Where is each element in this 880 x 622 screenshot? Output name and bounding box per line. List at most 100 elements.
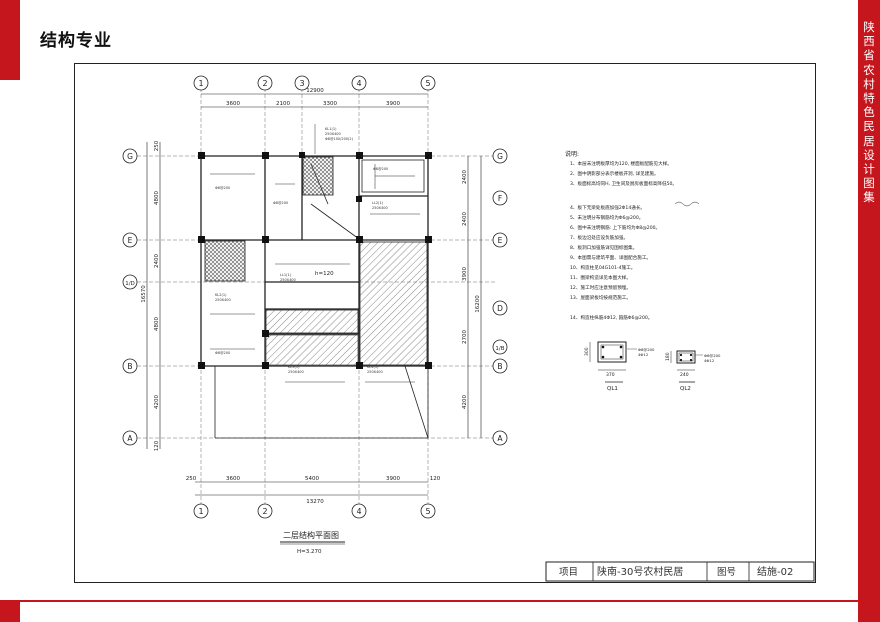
dim-right-2: 2400 [462, 212, 468, 226]
drawing-sheet: KL1(1) 250X400 Φ8@100/200(2) Φ8@200 KL2(… [74, 63, 816, 583]
bottom-right-accent [858, 600, 880, 622]
svg-text:KL3(1): KL3(1) [288, 365, 300, 369]
dim-left-3: 2400 [154, 254, 160, 268]
axis-bubbles-top [193, 75, 436, 91]
bottom-divider [20, 600, 858, 602]
note-3: 3、板面标高均同H, 卫生间及厨房板面标高降低50。 [570, 180, 677, 187]
note-8: 8、板洞口加强筋详见国标图集。 [570, 244, 637, 251]
dim-left-2: 4800 [154, 191, 160, 205]
dim-right-3: 3900 [462, 267, 468, 281]
svg-text:KL4(1): KL4(1) [367, 365, 379, 369]
page-title: 结构专业 [40, 31, 112, 51]
axis-bubbles-left [122, 148, 138, 446]
note-12: 12、施工时应注意预留预埋。 [570, 284, 631, 291]
plan-caption: 二层结构平面图 H=3.270 [280, 530, 345, 555]
dim-top-3: 3300 [323, 101, 337, 107]
axis-bottom-5: 5 [425, 507, 430, 516]
axis-top-3: 3 [299, 79, 304, 88]
section-ql1 [589, 341, 637, 383]
axis-left-1d: 1/D [125, 281, 135, 287]
axis-bottom-2: 2 [262, 507, 267, 516]
plan-caption-title: 二层结构平面图 [283, 530, 339, 540]
svg-text:Φ8@200: Φ8@200 [638, 347, 655, 352]
side-banner-text: 陕西省农村特色民居设计图集 [863, 20, 875, 205]
dim-top-4: 3900 [386, 101, 400, 107]
svg-text:Φ8@200: Φ8@200 [215, 351, 230, 355]
dim-top-total: 12900 [306, 88, 324, 94]
ql1-label: QL1 [607, 386, 618, 392]
ql2-label: QL2 [680, 386, 691, 392]
dim-right-1: 2400 [462, 170, 468, 184]
dim-left-6: 120 [154, 440, 160, 451]
svg-text:4Φ12: 4Φ12 [704, 358, 715, 363]
note-10: 10、构造柱见04G101-4施工。 [570, 264, 635, 271]
axis-right-g: G [497, 152, 503, 161]
slab-thickness-label: h=120 [315, 271, 334, 277]
note-7: 7、板边沿处应设负筋加强。 [570, 234, 628, 241]
svg-text:250X400: 250X400 [288, 370, 304, 374]
note-2: 2、图中阴影部分表示楼板开洞, 详见建施。 [570, 170, 659, 177]
dim-bottom-3: 5400 [305, 476, 319, 482]
dim-left-1: 250 [154, 140, 160, 151]
svg-text:Φ8@200: Φ8@200 [373, 167, 388, 171]
dim-bottom-1: 250 [186, 476, 197, 482]
axis-right-1b: 1/B [495, 346, 504, 352]
svg-text:KL2(1): KL2(1) [215, 293, 227, 297]
dim-right-4: 2700 [462, 330, 468, 344]
axis-right-a: A [497, 434, 503, 443]
section-ql2 [670, 350, 703, 383]
dim-bottom-4: 3900 [386, 476, 400, 482]
note-6: 6、图中未注明钢筋: 上下筋均为Φ8@200。 [570, 224, 660, 231]
dim-bottom-5: 120 [430, 476, 441, 482]
plan-caption-elevation: H=3.270 [297, 549, 322, 555]
ql2-height: 180 [665, 352, 671, 361]
notes-block: 说明: 1、本层未注明板厚均为120, 楼面板配筋见大样。 2、图中阴影部分表示… [565, 150, 677, 321]
axis-left-b: B [127, 362, 132, 371]
notes-title: 说明: [565, 150, 579, 158]
note-14: 14、构造柱纵筋4Φ12, 箍筋Φ6@200。 [570, 314, 652, 321]
ql1-height: 300 [584, 347, 590, 356]
dim-top-2: 2100 [276, 101, 290, 107]
axis-top-4: 4 [356, 79, 361, 88]
axis-top-5: 5 [425, 79, 430, 88]
axis-bubbles-bottom [193, 503, 436, 519]
bottom-band [0, 600, 880, 622]
title-block [545, 561, 815, 582]
dim-left-4: 4800 [154, 317, 160, 331]
axis-left-g: G [127, 152, 133, 161]
floor-plan: KL1(1) 250X400 Φ8@100/200(2) Φ8@200 KL2(… [137, 88, 495, 504]
ql1-width: 370 [606, 372, 615, 378]
dim-bottom-total: 13270 [306, 499, 324, 505]
note-4: 4、板下无梁处板底加强2Φ14通长。 [570, 204, 645, 211]
bottom-left-accent [0, 600, 20, 622]
svg-text:250X400: 250X400 [372, 206, 388, 210]
axis-bubbles-right [492, 148, 508, 446]
svg-text:Φ8@100/200(2): Φ8@100/200(2) [325, 137, 354, 141]
axis-right-d: D [497, 304, 503, 313]
note-11: 11、圈梁构造详见本图大样。 [570, 274, 631, 281]
svg-text:LL1(1): LL1(1) [280, 273, 292, 277]
svg-text:Φ6@200: Φ6@200 [704, 353, 721, 358]
svg-text:4Φ12: 4Φ12 [638, 352, 649, 357]
axis-left-e: E [128, 236, 133, 245]
top-left-accent [0, 0, 20, 80]
dim-bottom-2: 3600 [226, 476, 240, 482]
svg-text:Φ8@200: Φ8@200 [273, 201, 288, 205]
dim-left-5: 4200 [154, 395, 160, 409]
axis-right-e: E [498, 236, 503, 245]
svg-text:KL1(1): KL1(1) [325, 127, 337, 131]
drawing-canvas: KL1(1) 250X400 Φ8@100/200(2) Φ8@200 KL2(… [122, 75, 815, 582]
dim-right-5: 4200 [462, 395, 468, 409]
dim-left-total: 16570 [141, 285, 147, 303]
svg-text:250X400: 250X400 [325, 132, 341, 136]
axis-right-f: F [498, 194, 502, 203]
axis-left-a: A [127, 434, 133, 443]
note-13: 13、屋面梁板均按规范施工。 [570, 294, 631, 301]
axis-top-1: 1 [198, 79, 203, 88]
note-5: 5、未注明分布钢筋均为Φ6@200。 [570, 214, 643, 221]
svg-text:LL2(1): LL2(1) [372, 201, 384, 205]
dim-right-total: 16200 [475, 295, 481, 313]
svg-text:Φ8@200: Φ8@200 [215, 186, 230, 190]
axis-bottom-1: 1 [198, 507, 203, 516]
title-block-drawing-no-value: 结施-02 [757, 565, 793, 578]
